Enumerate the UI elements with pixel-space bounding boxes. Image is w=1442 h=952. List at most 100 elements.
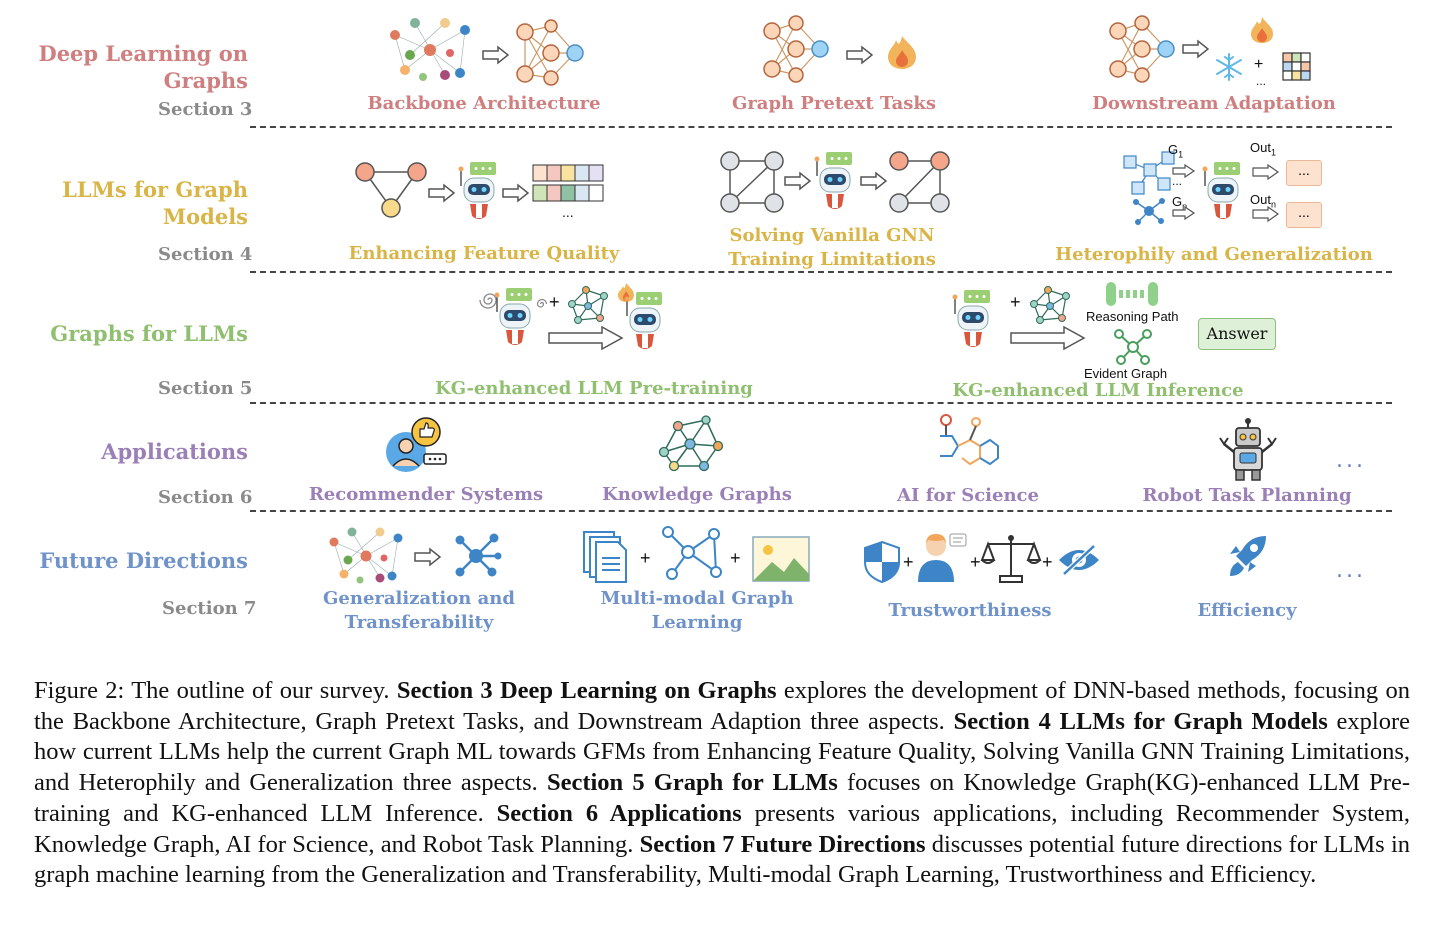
section-label-5: Section 5 [158, 378, 253, 399]
social-graph-icon [329, 527, 403, 584]
caption-section6-text: presents various applications, including… [34, 799, 1410, 858]
grid-matrix-icon [1282, 52, 1311, 81]
arrow-icon [860, 171, 888, 191]
swirl-icon [536, 298, 548, 308]
item-kg-llm-inference: KG-enhanced LLM Inference [952, 380, 1244, 401]
arrow-icon [428, 183, 456, 203]
answer-box: Answer [1198, 318, 1276, 350]
section-label-7: Section 7 [162, 598, 257, 619]
item-downstream-adaptation: Downstream Adaptation [1092, 93, 1336, 114]
arrow-icon [502, 183, 530, 203]
robot-llm-icon [494, 288, 532, 345]
item-solving-vanilla-gnn: Solving Vanilla GNN Training Limitations [728, 224, 936, 272]
item-knowledge-graphs: Knowledge Graphs [602, 484, 792, 505]
arrow-icon [1252, 205, 1280, 223]
figure-caption: Figure 2: The outline of our survey. Sec… [34, 676, 1410, 891]
robot-llm-icon [1202, 162, 1240, 219]
item-trustworthiness: Trustworthiness [888, 600, 1052, 621]
caption-section5-bold: Section 5 Graph for LLMs [546, 769, 838, 797]
swirl-icon [479, 293, 497, 309]
arrow-icon [846, 45, 874, 65]
plus-sign: + [1254, 56, 1264, 73]
molecule-science-icon [940, 414, 999, 466]
snowflake-icon [1216, 53, 1242, 81]
caption-section5-text: focuses on Knowledge Graph(KG)-enhanced … [34, 769, 1410, 827]
plus-sign: + [640, 548, 651, 568]
plus-sign: + [549, 292, 560, 312]
item-heterophily-generalization: Heterophily and Generalization [1055, 244, 1373, 265]
dots: ... [1256, 74, 1267, 88]
arrow-icon [1172, 205, 1196, 221]
caption-section3-bold: Section 3 Deep Learning on Graphs [396, 677, 777, 704]
row-divider [250, 271, 1392, 273]
item-line1: Generalization and [323, 588, 515, 609]
documents-icon [583, 531, 627, 583]
row-divider [250, 510, 1392, 512]
neural-network-icon [516, 19, 584, 86]
fire-icon [1251, 17, 1273, 43]
item-enhancing-feature-quality: Enhancing Feature Quality [348, 243, 620, 264]
social-graph-icon [390, 18, 470, 81]
robot-llm-icon [814, 152, 852, 209]
shield-icon [864, 540, 900, 584]
rocket-icon [1230, 536, 1266, 576]
output-label-n: Outn [1250, 192, 1276, 210]
reasoning-path-label: Reasoning Path [1086, 309, 1179, 324]
caption-section7-text: discusses potential future directions fo… [34, 830, 1410, 889]
scale-balance-icon [980, 535, 1042, 583]
item-multimodal-graph-learning: Multi-modal Graph Learning [600, 587, 793, 635]
dots: ... [562, 204, 574, 220]
square-graph-icon [889, 151, 950, 213]
section-label-4: Section 4 [158, 244, 253, 265]
eye-slash-icon [1059, 544, 1099, 576]
fire-icon [888, 36, 916, 69]
graph-label-g1: G1 [1168, 142, 1183, 160]
plus-sign: + [1010, 292, 1021, 312]
molecule-icon [455, 533, 502, 577]
caption-section4-text: explore how current LLMs help the curren… [34, 707, 1411, 797]
item-generalization-transferability: Generalization and Transferability [323, 587, 515, 635]
out-subscript: 1 [1270, 147, 1276, 158]
plus-sign: + [970, 552, 981, 572]
g-subscript: 1 [1178, 149, 1184, 160]
more-ellipsis: ... [1336, 448, 1366, 473]
robot-llm-icon [952, 290, 990, 347]
neural-network-icon [763, 15, 829, 83]
row-title-future-directions: Future Directions [39, 548, 248, 573]
row-divider [250, 126, 1392, 128]
output-label-1: Out1 [1250, 140, 1276, 158]
row-divider [250, 402, 1392, 404]
output-box-n: ... [1286, 202, 1322, 228]
row-title-deep-learning: Deep Learning on Graphs [38, 40, 248, 94]
big-arrow-icon [548, 325, 624, 351]
arrow-icon [1182, 39, 1210, 59]
dots: ... [1172, 174, 1183, 188]
plus-sign: + [730, 548, 741, 568]
item-recommender-systems: Recommender Systems [308, 484, 544, 505]
row-title-line1: LLMs for Graph [62, 177, 248, 202]
section-label-6: Section 6 [158, 487, 253, 508]
more-ellipsis: ... [1336, 558, 1366, 583]
item-robot-task-planning: Robot Task Planning [1142, 485, 1352, 506]
item-line2: Training Limitations [728, 249, 936, 270]
output-box-1: ... [1286, 160, 1322, 186]
row-title-line1: Deep Learning on [38, 41, 248, 66]
recommender-thumbs-up-icon [386, 417, 447, 472]
item-efficiency: Efficiency [1197, 600, 1297, 621]
arrow-icon [414, 547, 442, 567]
arrow-icon [1172, 163, 1196, 179]
neural-network-icon [1109, 15, 1175, 83]
knowledge-graph-icon [1030, 286, 1070, 324]
caption-section6-bold: Section 6 Applications [496, 799, 742, 827]
caption-section7-bold: Section 7 Future Directions [639, 830, 926, 858]
big-arrow-icon [1010, 325, 1086, 351]
molecule-icon [1133, 198, 1165, 225]
row-title-line2: Models [162, 204, 248, 229]
item-ai-for-science: AI for Science [897, 485, 1039, 506]
item-line1: Multi-modal Graph [600, 588, 794, 609]
knowledge-graph-icon [568, 286, 608, 324]
out-subscript: n [1270, 199, 1276, 210]
caption-section3-text: explores the development of DNN-based me… [34, 677, 1410, 735]
robot-icon [1219, 418, 1277, 481]
item-graph-pretext-tasks: Graph Pretext Tasks [731, 93, 937, 114]
